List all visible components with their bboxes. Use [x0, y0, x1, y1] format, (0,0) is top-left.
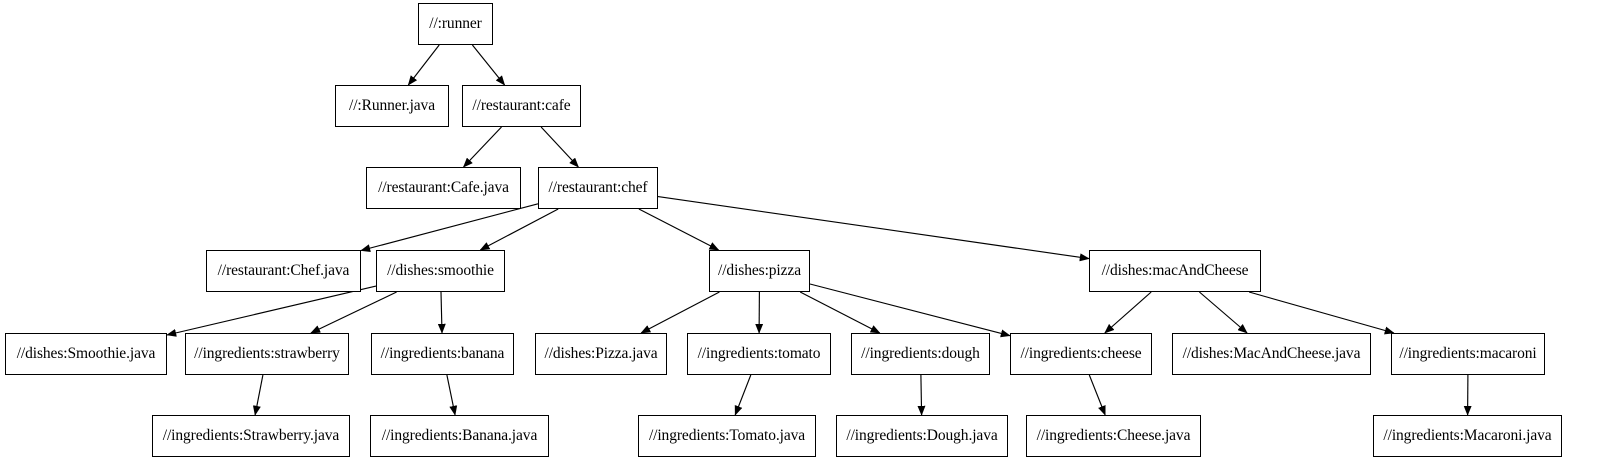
graph-node-label: //ingredients:cheese — [1020, 345, 1142, 363]
graph-node-cheese_java[interactable]: //ingredients:Cheese.java — [1026, 415, 1201, 457]
graph-node-label: //:Runner.java — [349, 97, 435, 115]
graph-node-label: //dishes:Smoothie.java — [16, 345, 156, 363]
graph-node-dough_java[interactable]: //ingredients:Dough.java — [836, 415, 1008, 457]
graph-node-label: //ingredients:strawberry — [194, 345, 340, 363]
graph-node-dishes_smoothie[interactable]: //dishes:smoothie — [376, 250, 505, 292]
graph-edge-ing_strawberry-to-strawberry_java — [252, 374, 264, 416]
graph-edge-ing_tomato-to-tomato_java — [734, 374, 752, 416]
graph-node-label: //restaurant:cafe — [472, 97, 571, 115]
graph-node-dishes_pizza[interactable]: //dishes:pizza — [709, 250, 810, 292]
graph-edge-dishes_smoothie-to-smoothie_java — [166, 285, 377, 337]
graph-node-label: //ingredients:Strawberry.java — [162, 427, 340, 445]
graph-node-ing_macaroni[interactable]: //ingredients:macaroni — [1391, 333, 1545, 375]
graph-node-label: //ingredients:dough — [861, 345, 980, 363]
graph-node-ing_cheese[interactable]: //ingredients:cheese — [1010, 333, 1152, 375]
graph-node-label: //ingredients:Banana.java — [381, 427, 538, 445]
graph-node-runner[interactable]: //:runner — [418, 3, 493, 45]
graph-node-tomato_java[interactable]: //ingredients:Tomato.java — [638, 415, 816, 457]
graph-node-chef_java[interactable]: //restaurant:Chef.java — [206, 250, 361, 292]
graph-node-label: //restaurant:Cafe.java — [378, 179, 509, 197]
graph-edge-dishes_mac-to-ing_cheese — [1104, 291, 1152, 334]
graph-edge-dishes_smoothie-to-ing_strawberry — [310, 291, 397, 334]
graph-node-pizza_java[interactable]: //dishes:Pizza.java — [535, 333, 667, 375]
graph-node-label: //dishes:MacAndCheese.java — [1182, 345, 1361, 363]
graph-edge-dishes_mac-to-ing_macaroni — [1248, 291, 1395, 335]
graph-node-label: //dishes:pizza — [718, 262, 801, 280]
graph-edge-ing_cheese-to-cheese_java — [1088, 374, 1106, 416]
graph-edge-restaurant_chef-to-chef_java — [360, 203, 539, 253]
graph-node-label: //dishes:macAndCheese — [1101, 262, 1249, 280]
graph-node-label: //ingredients:Macaroni.java — [1383, 427, 1552, 445]
graph-edge-runner-to-runner_java — [407, 44, 440, 86]
graph-edge-dishes_pizza-to-ing_cheese — [809, 283, 1011, 338]
graph-node-label: //:runner — [429, 15, 482, 33]
graph-node-banana_java[interactable]: //ingredients:Banana.java — [370, 415, 549, 457]
graph-node-cafe_java[interactable]: //restaurant:Cafe.java — [366, 167, 521, 209]
graph-edge-runner-to-restaurant_cafe — [471, 44, 506, 86]
graph-node-dishes_mac[interactable]: //dishes:macAndCheese — [1089, 250, 1261, 292]
graph-node-mac_java[interactable]: //dishes:MacAndCheese.java — [1172, 333, 1371, 375]
graph-node-label: //restaurant:chef — [548, 179, 648, 197]
graph-edge-dishes_mac-to-mac_java — [1199, 291, 1248, 334]
graph-node-smoothie_java[interactable]: //dishes:Smoothie.java — [5, 333, 167, 375]
graph-node-ing_strawberry[interactable]: //ingredients:strawberry — [185, 333, 349, 375]
graph-edge-ing_banana-to-banana_java — [446, 374, 458, 416]
graph-node-macaroni_java[interactable]: //ingredients:Macaroni.java — [1373, 415, 1562, 457]
graph-edge-restaurant_cafe-to-restaurant_chef — [540, 126, 579, 168]
graph-node-label: //ingredients:Cheese.java — [1036, 427, 1191, 445]
graph-edge-restaurant_chef-to-dishes_smoothie — [479, 208, 559, 251]
graph-edge-ing_dough-to-dough_java — [917, 374, 926, 416]
graph-edge-dishes_pizza-to-ing_dough — [799, 291, 881, 334]
graph-node-label: //ingredients:macaroni — [1399, 345, 1537, 363]
graph-node-ing_dough[interactable]: //ingredients:dough — [851, 333, 990, 375]
graph-edge-dishes_smoothie-to-ing_banana — [437, 291, 446, 334]
graph-node-label: //dishes:Pizza.java — [544, 345, 658, 363]
graph-node-restaurant_cafe[interactable]: //restaurant:cafe — [462, 85, 581, 127]
graph-node-label: //ingredients:Tomato.java — [648, 427, 806, 445]
graph-node-label: //restaurant:Chef.java — [217, 262, 350, 280]
graph-node-strawberry_java[interactable]: //ingredients:Strawberry.java — [152, 415, 350, 457]
graph-node-ing_banana[interactable]: //ingredients:banana — [371, 333, 514, 375]
graph-node-label: //ingredients:Dough.java — [846, 427, 998, 445]
graph-node-label: //ingredients:tomato — [697, 345, 821, 363]
graph-node-restaurant_chef[interactable]: //restaurant:chef — [538, 167, 658, 209]
graph-node-ing_tomato[interactable]: //ingredients:tomato — [687, 333, 831, 375]
graph-node-label: //dishes:smoothie — [387, 262, 494, 280]
graph-node-runner_java[interactable]: //:Runner.java — [335, 85, 449, 127]
graph-edge-dishes_pizza-to-pizza_java — [640, 291, 720, 334]
graph-node-label: //ingredients:banana — [380, 345, 505, 363]
graph-edge-restaurant_chef-to-dishes_pizza — [638, 208, 720, 251]
graph-edge-restaurant_cafe-to-cafe_java — [462, 126, 502, 168]
